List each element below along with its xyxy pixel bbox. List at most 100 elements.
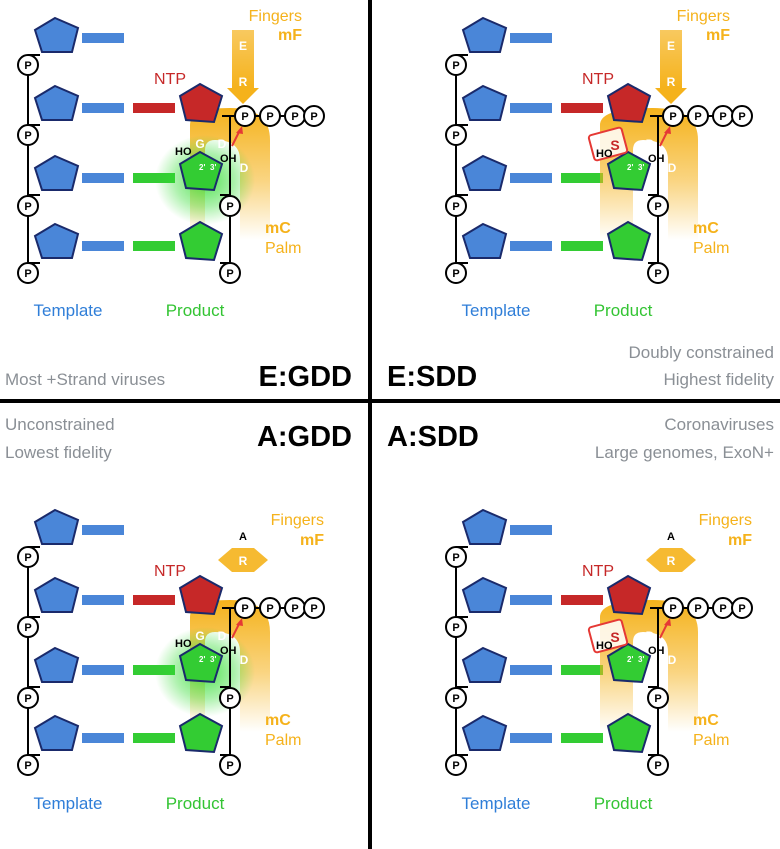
- svg-text:P: P: [738, 111, 745, 123]
- svg-text:OH: OH: [648, 153, 665, 165]
- ntp-sugar: [606, 82, 652, 124]
- residue-g: G: [195, 629, 204, 643]
- svg-text:A: A: [239, 531, 247, 543]
- svg-text:P: P: [24, 622, 31, 634]
- template-phosphates: P P P P: [445, 54, 467, 284]
- product-label: Product: [166, 794, 225, 813]
- mc-label: mC: [265, 712, 291, 729]
- svg-text:P: P: [24, 60, 31, 72]
- residue-d2: D: [240, 161, 249, 175]
- residue-d2: D: [240, 653, 249, 667]
- fingers-arrow: E R: [227, 30, 259, 104]
- svg-text:A: A: [667, 531, 675, 543]
- fingers-label: Fingers: [271, 512, 324, 529]
- svg-text:3': 3': [210, 655, 216, 664]
- svg-text:P: P: [24, 268, 31, 280]
- panel-note: Highest fidelity: [663, 370, 774, 389]
- svg-text:P: P: [654, 693, 661, 705]
- ntp-triphosphate: P P P P: [662, 597, 753, 619]
- product-sugar: [178, 642, 224, 684]
- ntp-label: NTP: [582, 71, 614, 88]
- product-base-bar: [561, 173, 603, 183]
- product-base-bar: [133, 241, 175, 251]
- mc-label: mC: [693, 712, 719, 729]
- svg-text:R: R: [239, 75, 248, 89]
- svg-text:P: P: [452, 60, 459, 72]
- panel-a-gdd-diagram: P P P P P: [17, 508, 325, 813]
- serine-box: [587, 618, 629, 654]
- ntp-sugar: [178, 82, 224, 124]
- product-sugar: [178, 712, 224, 754]
- ntp-triphosphate: P P P P: [234, 597, 325, 619]
- product-base-bar: [133, 733, 175, 743]
- panel-title: A:SDD: [387, 421, 479, 453]
- svg-text:P: P: [266, 111, 273, 123]
- ntp-sugar: [178, 574, 224, 616]
- ntp-label: NTP: [154, 563, 186, 580]
- svg-text:OH: OH: [220, 153, 237, 165]
- template-sugars: [461, 508, 552, 751]
- ntp-triphosphate: P P P P: [662, 105, 753, 127]
- svg-text:P: P: [719, 603, 726, 615]
- svg-text:P: P: [226, 693, 233, 705]
- product-base-bar: [133, 665, 175, 675]
- svg-text:3': 3': [638, 163, 644, 172]
- panel-note: Most +Strand viruses: [5, 370, 165, 389]
- svg-text:P: P: [654, 268, 661, 280]
- svg-text:2': 2': [199, 163, 205, 172]
- svg-text:P: P: [291, 111, 298, 123]
- svg-text:R: R: [667, 75, 676, 89]
- residue-d2: D: [668, 161, 677, 175]
- svg-text:OH: OH: [220, 645, 237, 657]
- svg-text:P: P: [24, 693, 31, 705]
- svg-text:OH: OH: [648, 645, 665, 657]
- ntp-base-bar: [133, 595, 175, 605]
- svg-text:HO: HO: [175, 638, 192, 650]
- svg-text:P: P: [24, 552, 31, 564]
- panel-a-sdd-diagram: P P P P P: [445, 508, 753, 813]
- svg-text:P: P: [654, 760, 661, 772]
- product-sugar: [606, 220, 652, 262]
- palm-label: Palm: [265, 240, 301, 257]
- svg-text:HO: HO: [175, 146, 192, 158]
- ntp-base-bar: [133, 103, 175, 113]
- residue-d1: D: [646, 629, 655, 643]
- svg-text:P: P: [452, 552, 459, 564]
- fingers-double-arrow: R A: [218, 531, 268, 572]
- fingers-label: Fingers: [249, 8, 302, 25]
- product-sugar: [606, 150, 652, 192]
- mf-label: mF: [300, 532, 324, 549]
- svg-text:P: P: [24, 201, 31, 213]
- mf-label: mF: [278, 27, 302, 44]
- product-base-bar: [133, 173, 175, 183]
- panel-note: Doubly constrained: [628, 343, 774, 362]
- svg-text:2': 2': [627, 163, 633, 172]
- ntp-base-bar: [561, 103, 603, 113]
- svg-text:P: P: [241, 603, 248, 615]
- palm-domain-shape: [190, 108, 270, 240]
- svg-text:P: P: [694, 111, 701, 123]
- svg-text:P: P: [654, 201, 661, 213]
- palm-label: Palm: [265, 732, 301, 749]
- ntp-label: NTP: [154, 71, 186, 88]
- panel-a-sdd: Coronaviruses Large genomes, ExoN+ A:SDD: [387, 415, 774, 462]
- template-sugars: [33, 16, 124, 259]
- fingers-double-arrow: R A: [646, 531, 696, 572]
- residue-s: S: [610, 137, 619, 153]
- svg-text:P: P: [266, 603, 273, 615]
- svg-text:P: P: [719, 111, 726, 123]
- template-sugars: [461, 16, 552, 259]
- product-label: Product: [166, 301, 225, 320]
- product-sugar: [178, 220, 224, 262]
- svg-text:E: E: [667, 39, 675, 53]
- panel-title: A:GDD: [257, 421, 352, 453]
- svg-text:P: P: [226, 760, 233, 772]
- svg-text:P: P: [452, 130, 459, 142]
- svg-text:P: P: [669, 603, 676, 615]
- svg-text:3': 3': [210, 163, 216, 172]
- svg-text:HO: HO: [596, 640, 613, 652]
- palm-label: Palm: [693, 240, 729, 257]
- svg-text:P: P: [452, 760, 459, 772]
- ntp-label: NTP: [582, 563, 614, 580]
- panel-title: E:GDD: [259, 361, 352, 393]
